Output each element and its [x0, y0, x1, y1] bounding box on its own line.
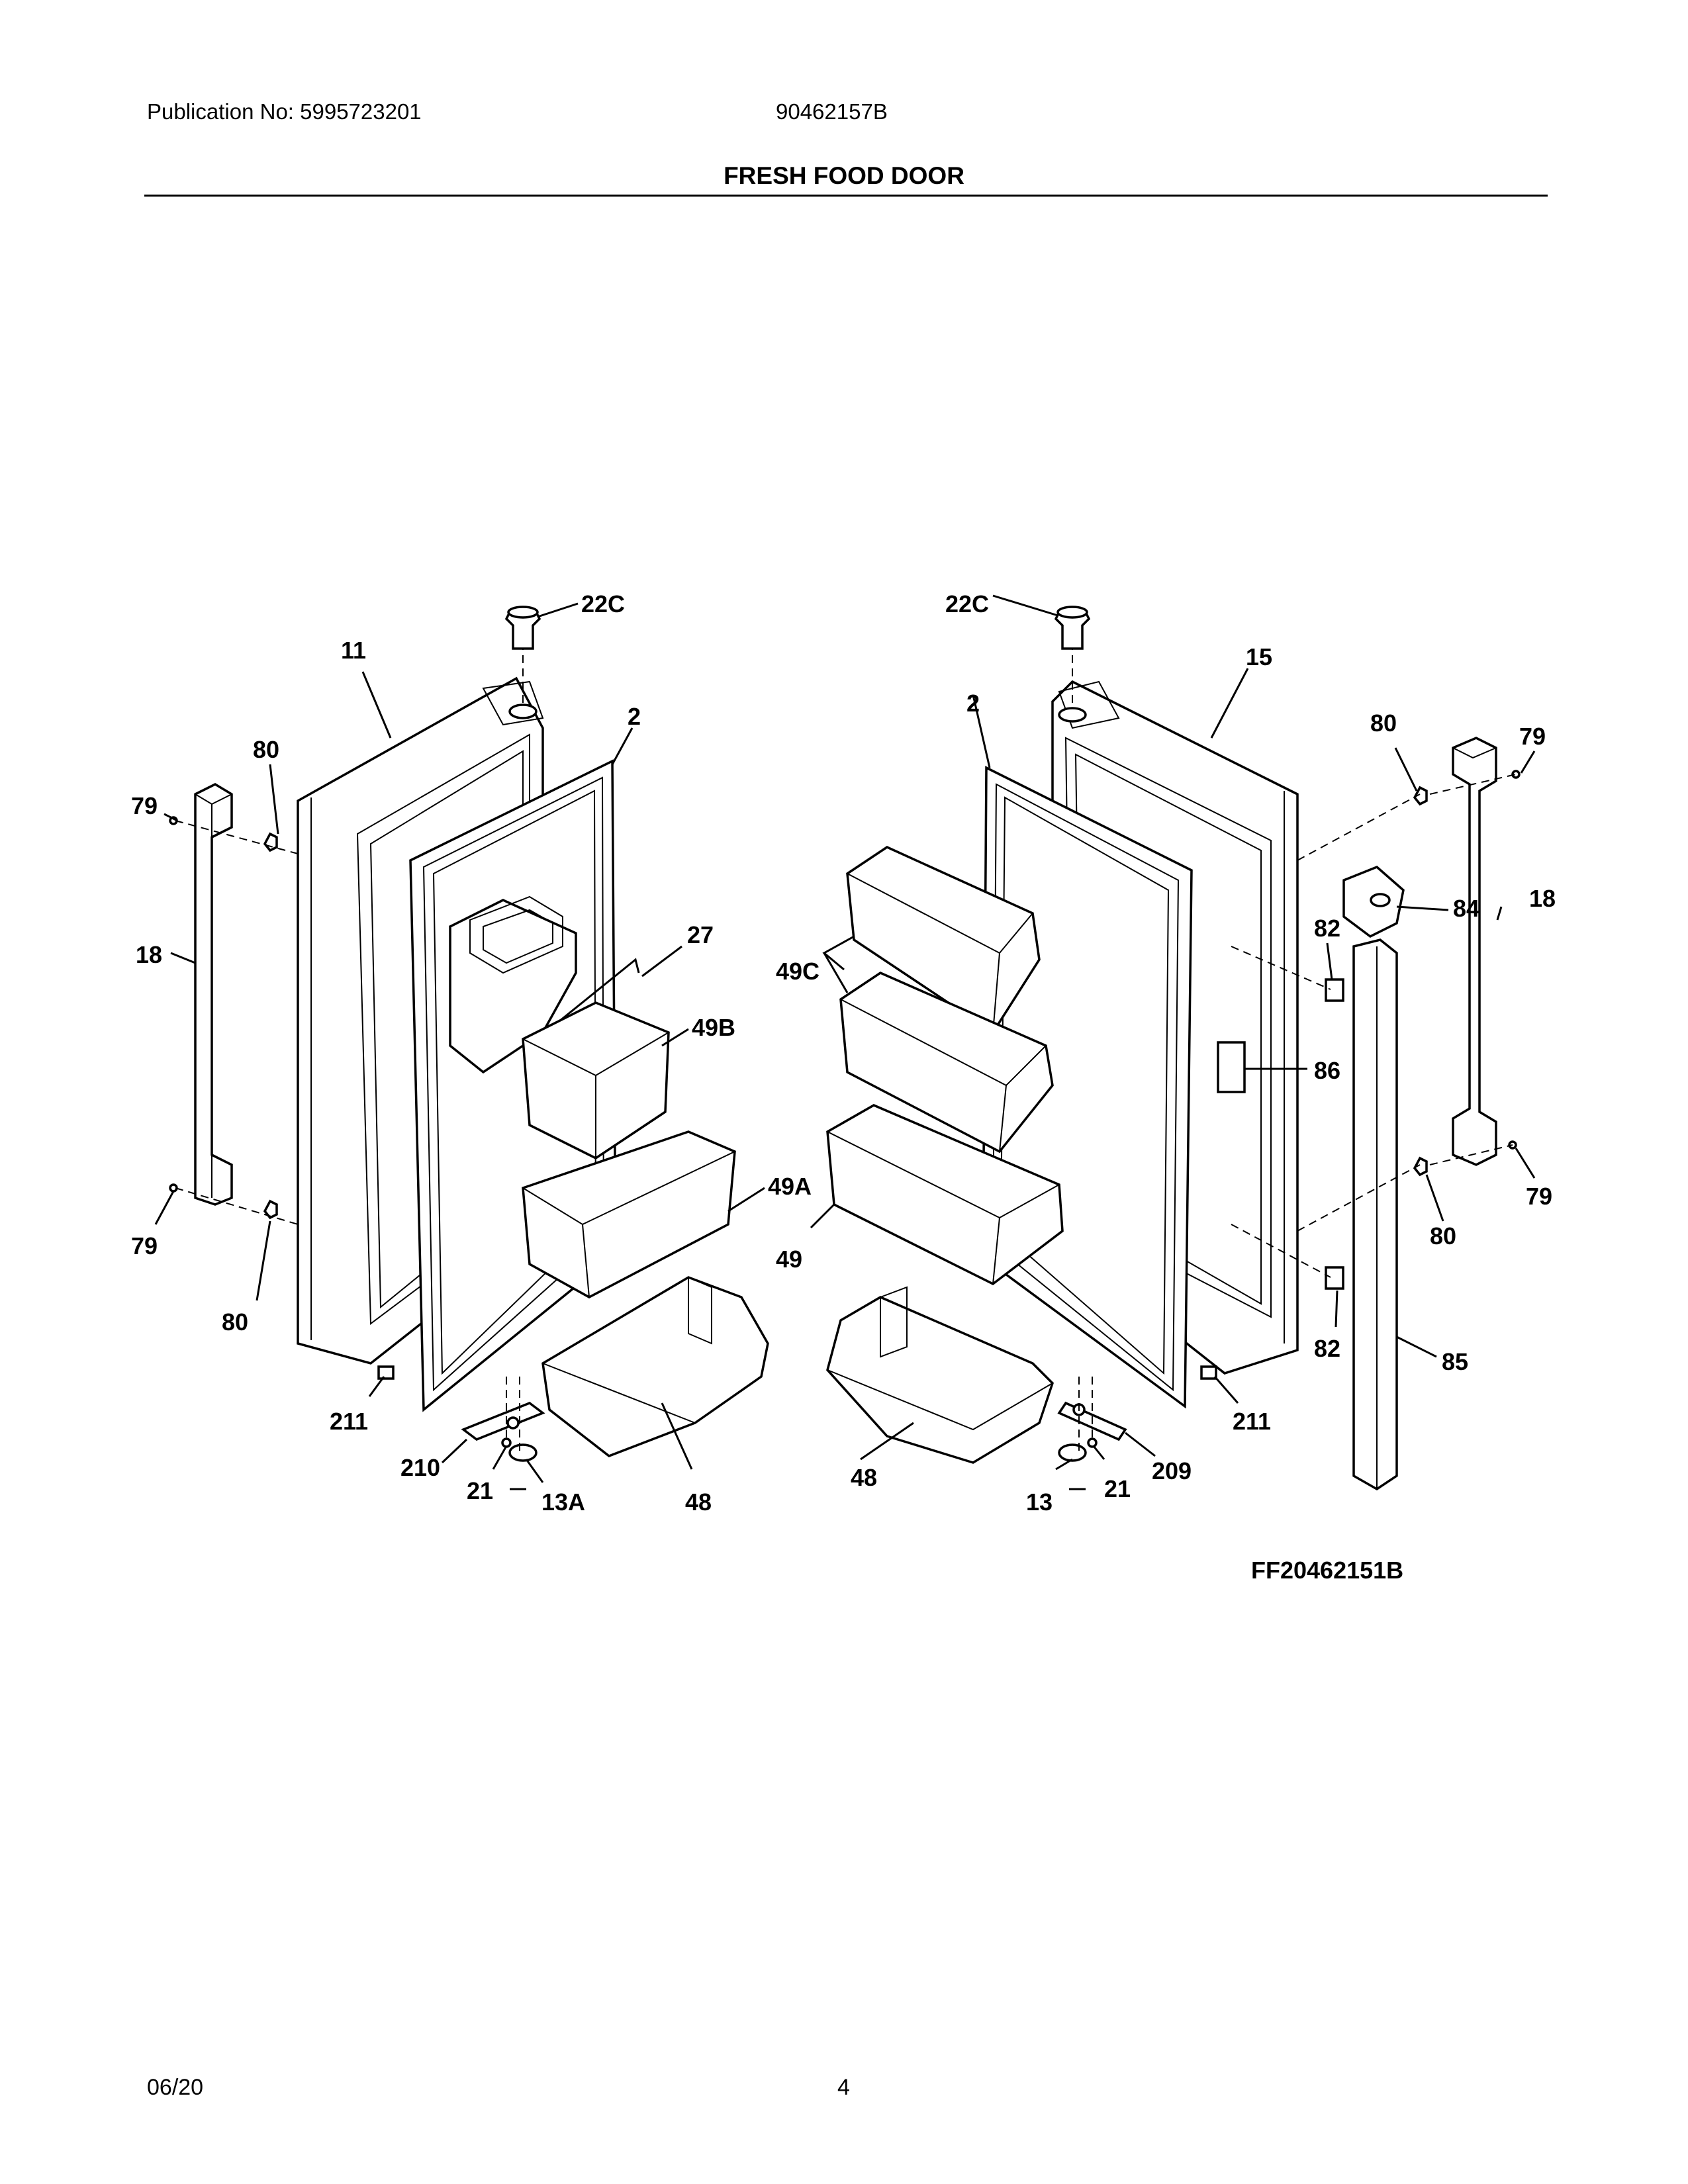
- callout-80-left-bot: 80: [222, 1308, 248, 1336]
- callout-15: 15: [1246, 643, 1272, 670]
- right-bin-48: [826, 1296, 1055, 1464]
- callout-18-right: 18: [1529, 885, 1556, 912]
- callout-85: 85: [1442, 1348, 1468, 1375]
- callout-22c-left: 22C: [581, 590, 625, 617]
- leader-lines: [154, 594, 1536, 1483]
- callout-49a: 49A: [768, 1173, 812, 1200]
- callout-209: 209: [1152, 1457, 1192, 1484]
- right-bin-49c-upper: [846, 846, 1041, 1034]
- callout-11: 11: [341, 637, 366, 664]
- callout-79-right-bot: 79: [1526, 1183, 1552, 1210]
- right-clip-82-lower: [1325, 1266, 1344, 1290]
- callout-82-top: 82: [1314, 915, 1340, 942]
- callout-13: 13: [1026, 1488, 1053, 1516]
- right-door-switch-86: [1217, 1041, 1246, 1093]
- callout-80-left-top: 80: [253, 736, 279, 763]
- left-bin-49a: [522, 1130, 736, 1298]
- left-door-assembly: [169, 606, 769, 1490]
- callout-79-left-top: 79: [131, 792, 158, 819]
- right-door-trim-85: [1352, 938, 1398, 1491]
- callout-82-bot: 82: [1314, 1335, 1340, 1362]
- publication-number: Publication No: 5995723201: [147, 99, 422, 124]
- left-hinge-210: [461, 1402, 545, 1441]
- callout-210: 210: [400, 1454, 440, 1481]
- callouts: 22C 11 2 80 79 18 27 49B 49A 79 80 211 2…: [131, 590, 1556, 1584]
- callout-2-right: 2: [966, 690, 980, 717]
- header-rule: [144, 195, 1548, 197]
- right-hinge-pin-13: [1058, 1443, 1087, 1462]
- callout-86: 86: [1314, 1057, 1340, 1084]
- page-title: FRESH FOOD DOOR: [724, 162, 964, 189]
- left-door-handle: [194, 783, 233, 1206]
- callout-211-left: 211: [330, 1408, 368, 1435]
- right-door-assembly: [826, 606, 1521, 1491]
- callout-49c: 49C: [776, 958, 820, 985]
- callout-48-left: 48: [685, 1488, 712, 1516]
- callout-80-right-bot: 80: [1430, 1222, 1456, 1250]
- left-hinge-pin-13a: [508, 1443, 538, 1462]
- footer-date: 06/20: [147, 2075, 204, 2100]
- callout-49b: 49B: [692, 1014, 735, 1041]
- callout-2-left: 2: [628, 703, 641, 730]
- callout-27: 27: [687, 921, 714, 948]
- right-clip-82-upper: [1325, 978, 1344, 1002]
- callout-18-left: 18: [136, 941, 162, 968]
- left-bin-48: [541, 1276, 769, 1457]
- callout-48-right: 48: [851, 1464, 877, 1491]
- callout-80-right-top: 80: [1370, 709, 1397, 737]
- callout-49: 49: [776, 1246, 802, 1273]
- callout-84: 84: [1453, 895, 1479, 922]
- callout-79-right-top: 79: [1519, 723, 1546, 750]
- callout-13a: 13A: [541, 1488, 585, 1516]
- callout-211-right: 211: [1233, 1408, 1271, 1435]
- callout-22c-right: 22C: [945, 590, 989, 617]
- right-door-handle: [1452, 737, 1497, 1166]
- figure-id: FF20462151B: [1251, 1557, 1403, 1584]
- page-number: 4: [837, 2075, 850, 2100]
- right-bin-49c-lower: [839, 972, 1054, 1154]
- callout-21-left: 21: [467, 1477, 493, 1504]
- model-number: 90462157B: [776, 99, 888, 124]
- callout-79-left-bot: 79: [131, 1232, 158, 1259]
- callout-21-right: 21: [1104, 1475, 1131, 1502]
